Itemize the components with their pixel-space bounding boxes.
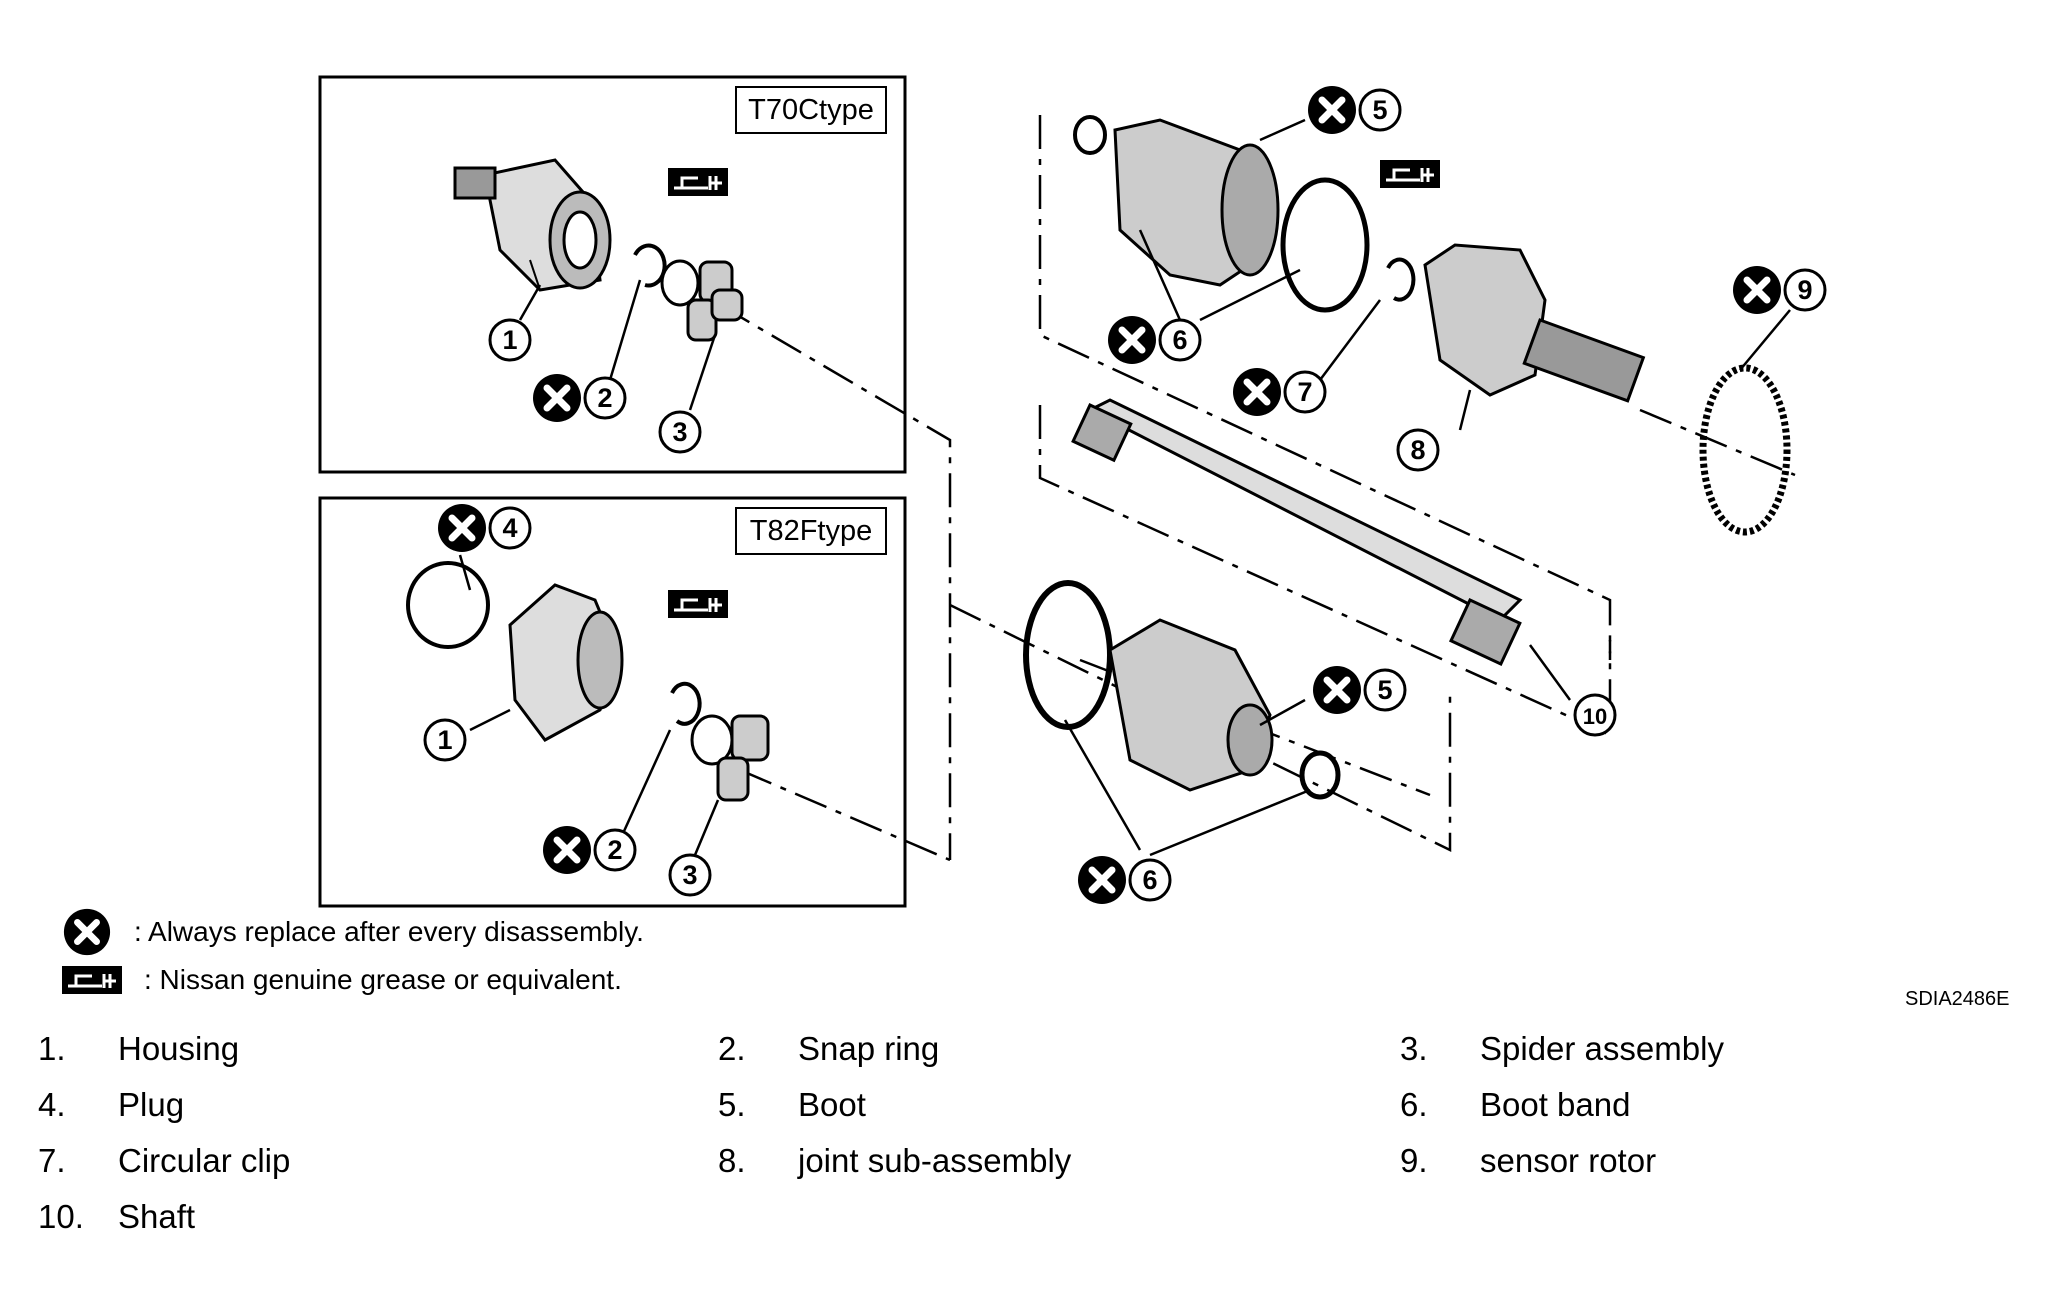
replace-x-icon <box>1078 856 1126 904</box>
inner-boot-band-small <box>1299 750 1341 800</box>
figure-code: SDIA2486E <box>1905 988 2010 1010</box>
legend-replace-row: : Always replace after every disassembly… <box>62 908 644 956</box>
t82f-housing <box>508 583 624 742</box>
t82f-label-box <box>735 507 887 555</box>
t82f-panel <box>318 496 907 908</box>
svg-text:8: 8 <box>1410 435 1425 465</box>
outer-boot-bracket-line <box>1038 115 1612 660</box>
svg-text:6: 6 <box>1142 865 1157 895</box>
svg-text:5: 5 <box>1377 675 1392 705</box>
replace-x-icon <box>533 374 581 422</box>
outer-boot-band-small <box>1073 115 1107 155</box>
t82f-snap-ring <box>670 681 702 726</box>
callout-2: 2 <box>533 374 627 422</box>
replace-x-icon <box>1108 316 1156 364</box>
t82f-spider-assembly <box>690 714 770 802</box>
legend-grease-row: : Nissan genuine grease or equivalent. <box>62 958 622 1002</box>
inner-boot-band-large <box>1023 580 1113 730</box>
callout-6: 6 <box>1078 856 1172 904</box>
t82f-axis-line <box>739 768 951 862</box>
svg-text:7: 7 <box>1297 377 1312 407</box>
callout-6: 6 <box>1108 316 1202 364</box>
t70c-panel <box>318 75 907 474</box>
replace-x-icon <box>1733 266 1781 314</box>
legend-grease-text: : Nissan genuine grease or equivalent. <box>144 964 622 995</box>
callout-1: 1 <box>423 718 467 762</box>
outer-boot <box>1113 118 1280 287</box>
replace-x-icon <box>1308 86 1356 134</box>
t70c-spider-assembly <box>660 259 744 342</box>
t82f-label: T82Ftype <box>750 515 873 547</box>
t82f-grease-marker <box>668 590 728 618</box>
svg-text:4: 4 <box>502 513 517 543</box>
svg-text:6: 6 <box>1172 325 1187 355</box>
sensor-axis-line <box>1639 408 1796 477</box>
inner-boot <box>1108 618 1274 792</box>
callout-5: 5 <box>1308 86 1402 134</box>
callout-4: 4 <box>438 504 532 552</box>
svg-text:5: 5 <box>1372 95 1387 125</box>
legend-replace-text: : Always replace after every disassembly… <box>134 916 644 947</box>
drive-shaft <box>1071 398 1523 667</box>
callout-3: 3 <box>658 410 702 454</box>
callout-7: 7 <box>1233 368 1327 416</box>
svg-text:9: 9 <box>1797 275 1812 305</box>
svg-text:10: 10 <box>1583 704 1607 729</box>
circular-clip <box>1386 257 1416 302</box>
svg-text:2: 2 <box>597 383 612 413</box>
t70c-label: T70Ctype <box>748 94 874 126</box>
callout-10: 10 <box>1573 693 1617 737</box>
svg-text:1: 1 <box>502 325 517 355</box>
joint-grease-marker <box>1380 160 1440 188</box>
replace-x-icon <box>1233 368 1281 416</box>
sensor-rotor <box>1699 364 1791 536</box>
callout-2: 2 <box>543 826 637 874</box>
replace-x-icon <box>1313 666 1361 714</box>
joint-sub-assembly <box>1423 243 1646 403</box>
replace-x-icon <box>63 908 111 956</box>
svg-text:1: 1 <box>437 725 452 755</box>
t82f-plug <box>406 561 490 649</box>
callout-9: 9 <box>1733 266 1827 314</box>
callout-1: 1 <box>488 318 532 362</box>
shaft-bracket-line <box>1038 405 1612 737</box>
grease-gun-icon <box>62 966 122 994</box>
outer-boot-band-large <box>1280 177 1370 313</box>
t70c-grease-marker <box>668 168 728 196</box>
center-axis-line <box>719 303 952 860</box>
replace-x-icon <box>543 826 591 874</box>
replace-x-icon <box>438 504 486 552</box>
svg-text:3: 3 <box>682 860 697 890</box>
t70c-snap-ring <box>633 243 667 288</box>
callout-8: 8 <box>1396 428 1440 472</box>
svg-text:3: 3 <box>672 417 687 447</box>
svg-text:2: 2 <box>607 835 622 865</box>
exploded-driveshaft-diagram: T70Ctype T82Ftype <box>318 75 1827 908</box>
callout-5: 5 <box>1313 666 1407 714</box>
t70c-housing <box>453 158 612 292</box>
callout-layer: 1 2 3 4 1 2 3 5 6 7 8 9 10 5 6 <box>423 86 1827 904</box>
callout-3: 3 <box>668 853 712 897</box>
t70c-label-box <box>735 86 887 134</box>
